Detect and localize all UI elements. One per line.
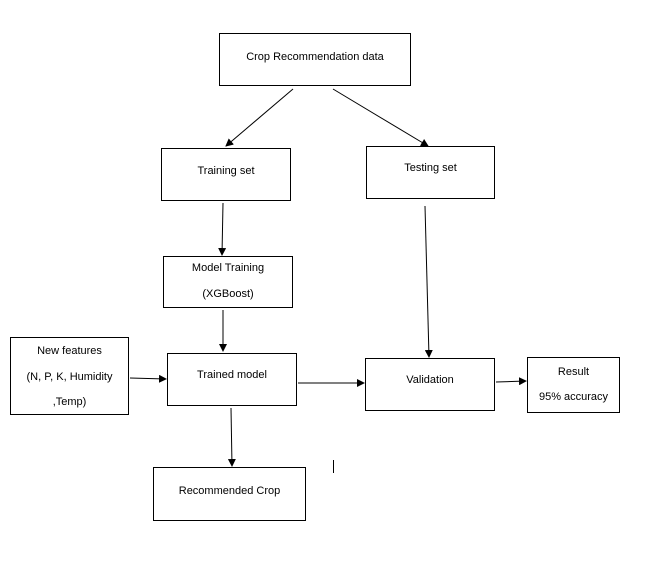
- arrow-new-features-to-trained-model: [129, 374, 167, 383]
- new-features-list-line1: (N, P, K, Humidity: [26, 371, 113, 383]
- arrow-crop-data-to-training-set: [225, 88, 294, 147]
- trained-model-box: Trained model: [167, 353, 297, 406]
- arrow-testing-set-to-validation: [424, 205, 433, 358]
- crop-recommendation-data-label: Crop Recommendation data: [246, 51, 384, 63]
- new-features-box: New features (N, P, K, Humidity ,Temp): [10, 337, 129, 415]
- testing-set-label: Testing set: [404, 162, 457, 174]
- crop-recommendation-data-box: Crop Recommendation data: [219, 33, 411, 86]
- arrow-validation-to-result: [495, 377, 527, 386]
- arrow-trained-model-to-recommended-crop: [227, 407, 236, 467]
- arrow-training-set-to-model-training: [218, 202, 227, 256]
- recommended-crop-box: Recommended Crop: [153, 467, 306, 521]
- new-features-label: New features: [37, 345, 102, 357]
- model-training-box: Model Training (XGBoost): [163, 256, 293, 308]
- result-label: Result: [557, 366, 590, 378]
- training-set-label: Training set: [197, 165, 255, 177]
- arrow-crop-data-to-testing-set: [332, 88, 429, 147]
- text-cursor-mark: [333, 460, 334, 473]
- testing-set-box: Testing set: [366, 146, 495, 199]
- model-training-label: Model Training: [191, 262, 265, 274]
- xgboost-label: (XGBoost): [202, 288, 254, 300]
- recommended-crop-label: Recommended Crop: [178, 485, 281, 497]
- validation-box: Validation: [365, 358, 495, 411]
- accuracy-label: 95% accuracy: [538, 391, 609, 403]
- new-features-list-line2: ,Temp): [52, 396, 87, 408]
- training-set-box: Training set: [161, 148, 291, 201]
- result-box: Result 95% accuracy: [527, 357, 620, 413]
- validation-label: Validation: [406, 374, 454, 386]
- trained-model-label: Trained model: [197, 369, 267, 381]
